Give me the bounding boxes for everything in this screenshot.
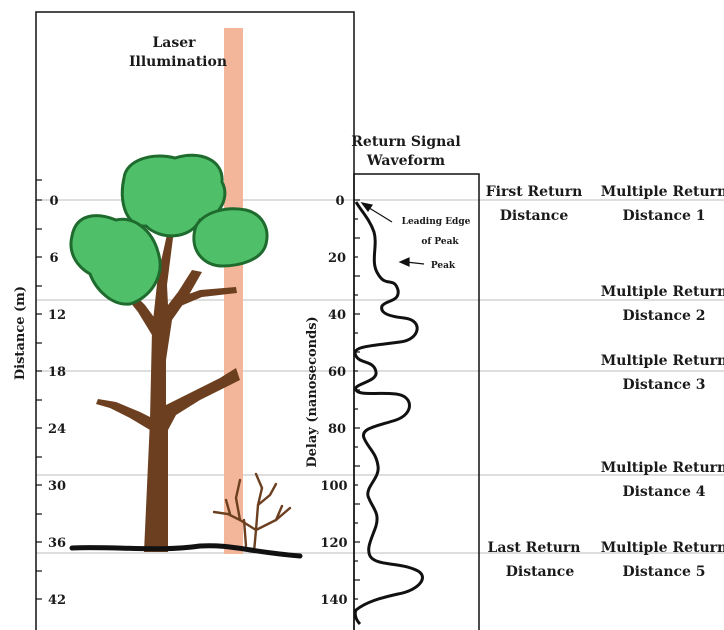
delay-tick-label: 20 bbox=[328, 251, 346, 266]
tree-trunk bbox=[144, 230, 240, 552]
distance-tick-label: 12 bbox=[48, 308, 66, 323]
tree-crown-right bbox=[192, 207, 269, 268]
waveform-annotations bbox=[360, 202, 425, 267]
delay-tick-label: 40 bbox=[328, 308, 346, 323]
multiple-return-1-line1: Multiple Return bbox=[601, 184, 724, 200]
peak-label: Peak bbox=[431, 261, 456, 271]
multiple-return-5-line2: Distance 5 bbox=[622, 564, 705, 580]
distance-tick-label: 0 bbox=[49, 194, 58, 209]
multiple-return-2-line1: Multiple Return bbox=[601, 284, 724, 300]
first-return-label-line1: First Return bbox=[486, 184, 583, 200]
delay-tick-label: 0 bbox=[335, 194, 344, 209]
delay-axis-label: Delay (nanoseconds) bbox=[305, 316, 320, 467]
leading-edge-arrowhead bbox=[360, 202, 373, 213]
delay-tick-label: 140 bbox=[320, 593, 347, 608]
distance-tick-label: 42 bbox=[48, 593, 66, 608]
waveform-title-line2: Waveform bbox=[366, 153, 445, 169]
delay-axis: Delay (nanoseconds) 0 20 bbox=[305, 194, 360, 608]
distance-tick-label: 24 bbox=[48, 422, 66, 437]
last-return-label-line2: Distance bbox=[506, 564, 575, 580]
multiple-return-3-line2: Distance 3 bbox=[622, 377, 705, 393]
laser-label-line1: Laser bbox=[152, 35, 196, 51]
waveform-panel bbox=[353, 173, 480, 630]
peak-arrowhead bbox=[398, 257, 410, 267]
multiple-return-4-line2: Distance 4 bbox=[622, 484, 705, 500]
distance-tick-label: 18 bbox=[48, 365, 66, 380]
ground-line bbox=[69, 543, 303, 559]
waveform-title-line1: Return Signal bbox=[351, 134, 460, 150]
leading-edge-arrow bbox=[365, 205, 393, 223]
tree-illustration bbox=[69, 153, 269, 552]
delay-tick-label: 100 bbox=[320, 479, 347, 494]
first-return-label-line2: Distance bbox=[500, 208, 569, 224]
delay-tick-label: 80 bbox=[328, 422, 346, 437]
tree-crown-left bbox=[69, 214, 162, 306]
tree-branch bbox=[96, 399, 152, 430]
delay-tick-label: 60 bbox=[328, 365, 346, 380]
distance-tick-label: 30 bbox=[48, 479, 66, 494]
laser-label-line2: Illumination bbox=[129, 54, 227, 70]
multiple-return-2-line2: Distance 2 bbox=[622, 308, 705, 324]
return-labels: First Return Distance Multiple Return Di… bbox=[486, 184, 724, 580]
last-return-label-line1: Last Return bbox=[488, 540, 581, 556]
multiple-return-4-line1: Multiple Return bbox=[601, 460, 724, 476]
distance-tick-label: 36 bbox=[48, 536, 66, 551]
distance-axis: Distance (m) 0 6 12 18 24 30 36 42 bbox=[13, 179, 66, 608]
multiple-return-3-line1: Multiple Return bbox=[601, 353, 724, 369]
distance-tick-label: 6 bbox=[49, 251, 58, 266]
return-waveform-curve bbox=[353, 201, 424, 626]
delay-tick-label: 120 bbox=[320, 536, 347, 551]
leading-edge-label-line1: Leading Edge bbox=[402, 217, 471, 227]
multiple-return-1-line2: Distance 1 bbox=[622, 208, 705, 224]
shrub-illustration bbox=[212, 472, 292, 554]
tree-branch bbox=[172, 287, 237, 308]
multiple-return-5-line1: Multiple Return bbox=[601, 540, 724, 556]
leading-edge-label-line2: of Peak bbox=[421, 237, 459, 247]
distance-axis-label: Distance (m) bbox=[13, 286, 28, 380]
